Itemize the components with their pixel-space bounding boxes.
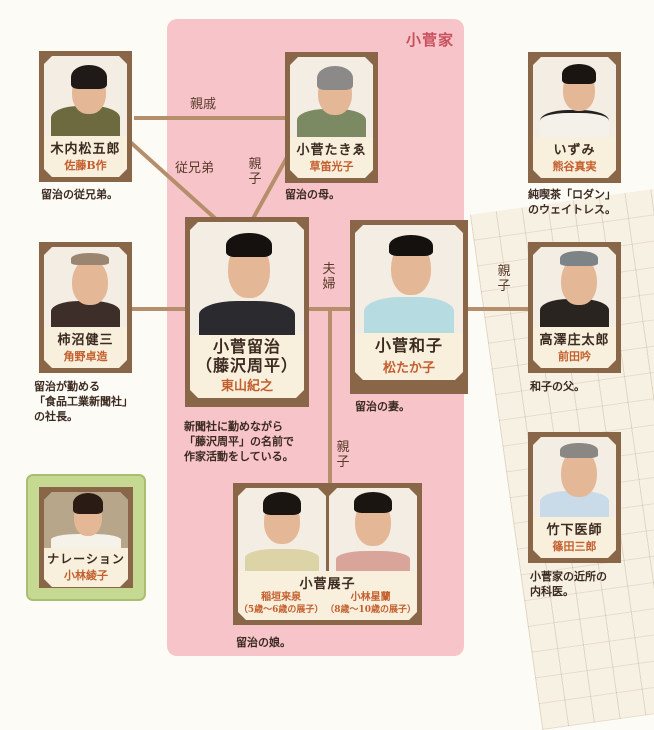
portrait-photo xyxy=(533,57,616,137)
character-desc-nobuko: 留治の娘。 xyxy=(236,636,291,649)
role-name: 小菅展子 xyxy=(299,577,356,592)
portrait-photo xyxy=(44,56,127,136)
role-name: いずみ xyxy=(553,143,596,158)
line-daughter xyxy=(328,309,332,485)
character-desc-takeshita: 小菅家の近所の 内科医。 xyxy=(530,570,607,598)
character-card-kazuko[interactable]: 小菅和子 松たか子 xyxy=(350,220,468,394)
character-desc-izumi: 純喫茶「ロダン」 のウェイトレス。 xyxy=(528,188,616,216)
actor-name: 熊谷真実 xyxy=(552,160,597,173)
portrait-photo xyxy=(44,247,127,327)
character-desc-kazuko: 留治の妻。 xyxy=(355,400,410,413)
portrait-photo xyxy=(533,247,616,327)
relation-label-relatives: 親戚 xyxy=(190,97,217,112)
role-name: 竹下医師 xyxy=(546,523,603,538)
portrait-photo-young xyxy=(238,488,326,571)
actor-name: 東山紀之 xyxy=(220,379,273,394)
role-name: 木内松五郎 xyxy=(50,142,121,157)
actor-name: 草笛光子 xyxy=(309,160,354,173)
character-desc-taki: 留治の母。 xyxy=(285,188,340,201)
character-card-izumi[interactable]: いずみ熊谷真実 xyxy=(528,52,621,183)
role-alias: （藤沢周平） xyxy=(195,356,298,375)
actor-name: 前田吟 xyxy=(558,350,591,363)
actor-name: 篠田三郎 xyxy=(552,540,597,553)
character-card-tomeji[interactable]: 小菅留治 （藤沢周平） 東山紀之 xyxy=(185,217,309,407)
portrait-photo xyxy=(355,225,463,333)
character-desc-kiuchi: 留治の従兄弟。 xyxy=(41,188,118,201)
relation-label-married: 夫婦 xyxy=(322,262,336,292)
role-name: 柿沼健三 xyxy=(57,333,114,348)
portrait-photo xyxy=(290,57,373,137)
actor-name: 小林綾子 xyxy=(64,569,108,582)
line-relatives xyxy=(134,116,286,120)
actor-name-young: 稲垣来泉 （5歳～6歳の展子） xyxy=(238,592,324,615)
portrait-photo-older xyxy=(329,488,417,571)
role-name: 小菅留治 xyxy=(212,337,281,356)
character-card-kakinuma[interactable]: 柿沼健三角野卓造 xyxy=(39,242,132,373)
character-desc-tomeji: 新聞社に勤めながら 「藤沢周平」の名前で 作家活動をしている。 xyxy=(184,420,294,463)
role-name: ナレーション xyxy=(47,552,125,566)
relation-label-cousin: 従兄弟 xyxy=(175,161,215,176)
role-name: 小菅たきゑ xyxy=(296,143,367,158)
character-card-takazawa[interactable]: 高澤庄太郎前田吟 xyxy=(528,242,621,373)
portrait-photo xyxy=(44,492,128,548)
actor-name: 角野卓造 xyxy=(63,350,108,363)
character-card-kiuchi[interactable]: 木内松五郎佐藤B作 xyxy=(39,51,132,182)
actor-name-older: 小林星蘭 （8歳～10歳の展子） xyxy=(325,592,417,615)
character-desc-takazawa: 和子の父。 xyxy=(530,380,585,393)
line-father-in-law xyxy=(467,307,529,311)
role-name: 小菅和子 xyxy=(374,336,443,355)
portrait-photo xyxy=(190,222,304,335)
character-desc-kakinuma: 留治が勤める 「食品工業新聞社」 の社長。 xyxy=(34,380,133,423)
line-coworker xyxy=(131,307,187,311)
actor-name: 佐藤B作 xyxy=(64,159,107,172)
family-group-title: 小菅家 xyxy=(405,31,454,49)
portrait-photo xyxy=(533,437,616,517)
character-card-nobuko[interactable]: 小菅展子 稲垣来泉 （5歳～6歳の展子） 小林星蘭 （8歳～10歳の展子） xyxy=(233,483,422,625)
character-card-taki[interactable]: 小菅たきゑ草笛光子 xyxy=(285,52,378,183)
relation-label-parent-child-daughter: 親子 xyxy=(336,440,350,470)
character-card-narration[interactable]: ナレーション小林綾子 xyxy=(39,487,133,588)
relation-label-parent-child-mother: 親子 xyxy=(248,157,262,187)
actor-name: 松たか子 xyxy=(382,361,435,376)
role-name: 高澤庄太郎 xyxy=(539,333,610,348)
character-card-takeshita[interactable]: 竹下医師篠田三郎 xyxy=(528,432,621,563)
relation-label-parent-child-father-in-law: 親子 xyxy=(497,264,511,294)
